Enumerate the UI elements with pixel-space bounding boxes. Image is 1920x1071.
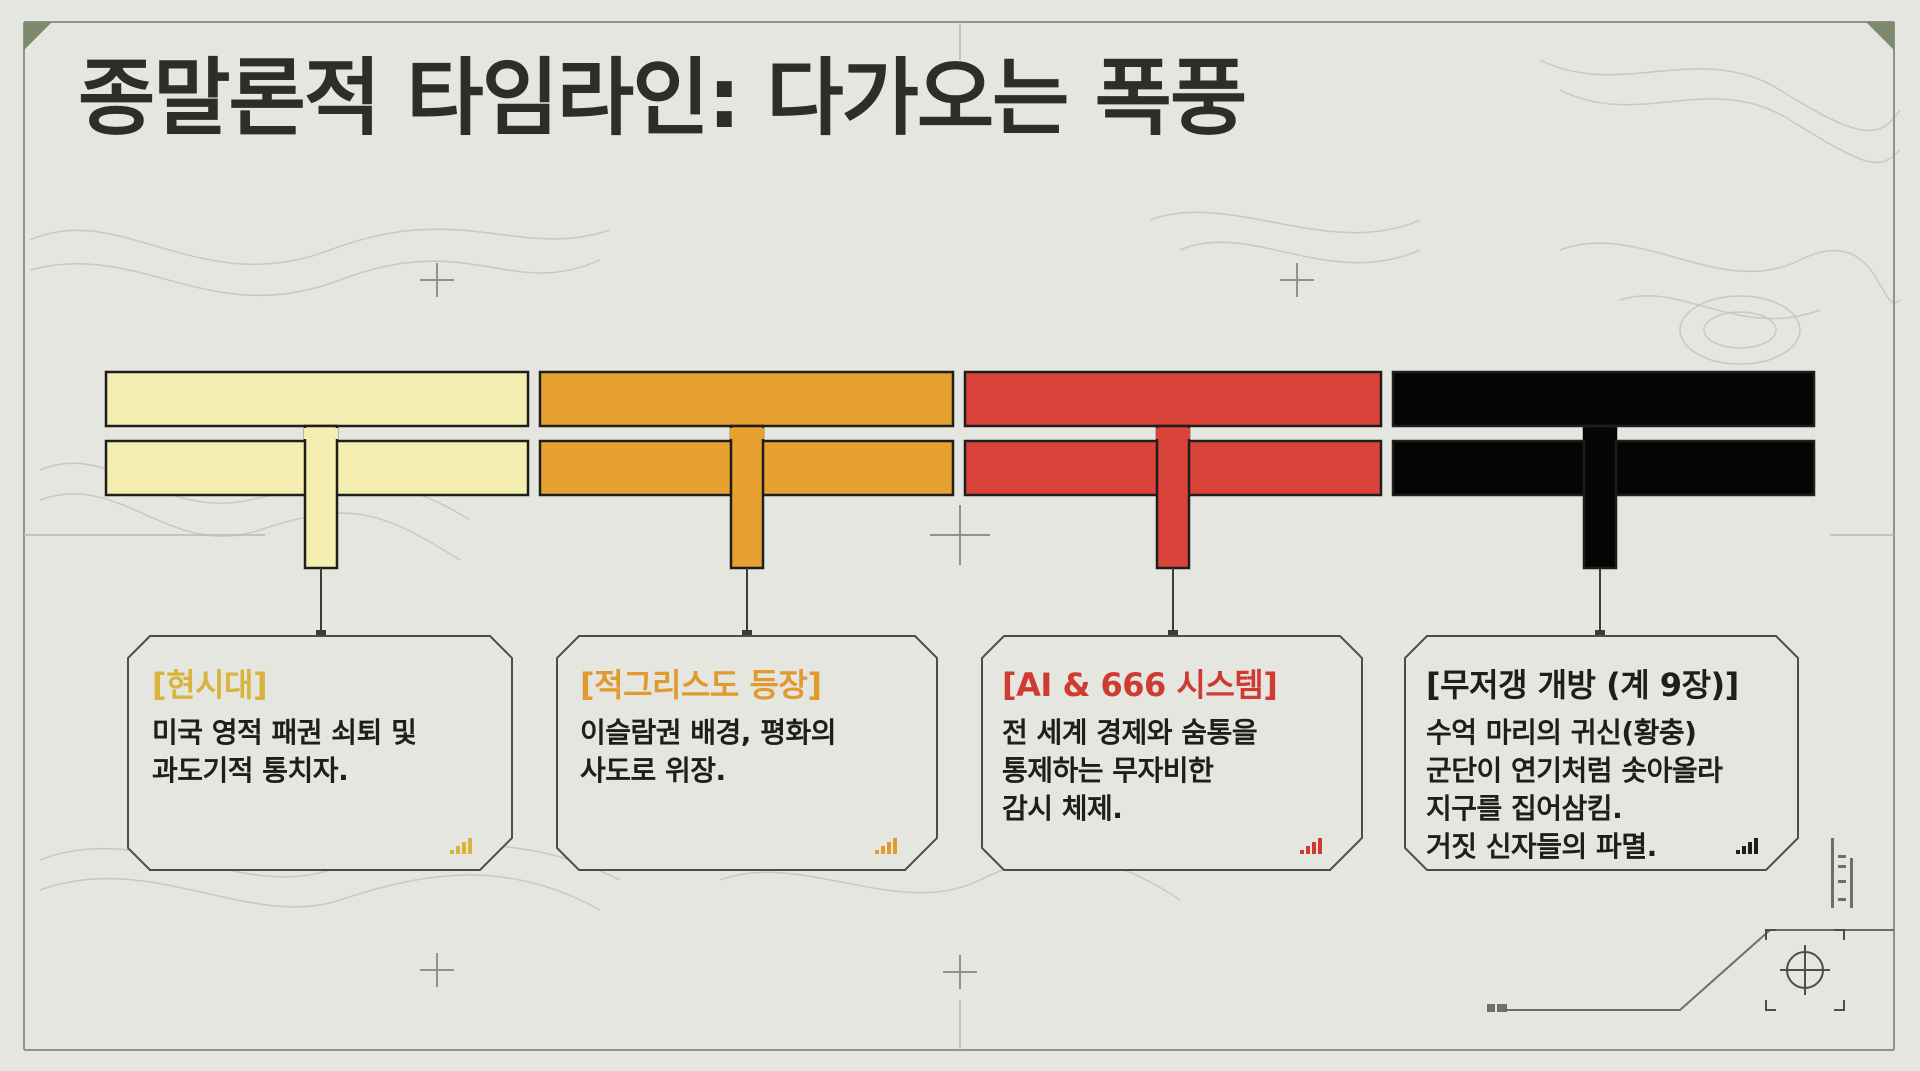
stage-card-4-line-1: 수억 마리의 귀신(황충) [1426,716,1697,749]
crosshair-marks [420,263,1314,989]
signal-bar-icon-4-3 [1748,842,1752,854]
timeline-stem-4 [1582,424,1618,570]
signal-bar-icon-4-4 [1754,838,1758,854]
stage-card-4-line-3: 지구를 집어삼킴. [1426,792,1623,825]
timeline-stem-joint-2 [730,428,764,439]
stage-card-2 [556,635,938,871]
signal-bar-icon-4-2 [1742,846,1746,854]
signal-bar-icon-2-1 [875,850,879,854]
guide-lines [24,22,1894,1050]
hud-bottom-right [1487,929,1894,1012]
stage-card-4 [1404,635,1799,871]
timeline-stem-3 [1155,424,1191,570]
stage-card-3-body: 전 세계 경제와 숨통을 통제하는 무자비한 감시 체제. [1002,714,1258,828]
barcode-marks [1831,838,1853,908]
timeline-stem-2 [729,424,765,570]
stage-card-1-line-2: 과도기적 통치자. [152,754,349,787]
stage-card-3 [981,635,1363,871]
signal-bar-icon-1-3 [462,842,466,854]
signal-bar-icon-3-1 [1300,850,1304,854]
timeline-stem-joint-1 [304,428,338,439]
signal-bar-icon-2-4 [893,838,897,854]
timeline-bar-top-2 [538,370,955,428]
stage-card-4-title: [무저갱 개방 (계 9장)] [1426,666,1739,704]
stage-card-2-title: [적그리스도 등장] [580,666,822,704]
page-title: 종말론적 타임라인: 다가오는 폭풍 [78,49,1247,147]
contour-lines [29,59,1901,911]
stage-card-3-line-1: 전 세계 경제와 숨통을 [1002,716,1258,749]
target-reticle-icon [1765,929,1845,1011]
signal-bar-icon-3-2 [1306,846,1310,854]
signal-bar-icon-4-1 [1736,850,1740,854]
stage-card-1-line-1: 미국 영적 패권 쇠퇴 및 [152,716,417,749]
signal-bar-icon-3-4 [1318,838,1322,854]
timeline-bar-top-4 [1391,370,1816,428]
stage-card-2-body: 이슬람권 배경, 평화의 사도로 위장. [580,714,836,790]
signal-bar-icon-1-2 [456,846,460,854]
outer-border [23,21,1895,1051]
stage-card-4-body: 수억 마리의 귀신(황충) 군단이 연기처럼 솟아올라 지구를 집어삼킴. 거짓… [1426,714,1723,866]
stage-card-3-line-2: 통제하는 무자비한 [1002,754,1214,787]
stage-card-4-line-4: 거짓 신자들의 파멸. [1426,830,1657,863]
stage-card-2-line-2: 사도로 위장. [580,754,726,787]
signal-bar-icon-1-4 [468,838,472,854]
timeline-stem-1 [303,424,339,570]
corner-mark-top-right [1866,22,1894,50]
signal-bar-icon-3-3 [1312,842,1316,854]
signal-bar-icon-2-2 [881,846,885,854]
corner-mark-top-left [24,22,52,50]
timeline [104,370,1816,871]
stage-card-1-title: [현시대] [152,666,268,704]
signal-bar-icon-2-3 [887,842,891,854]
stage-card-2-line-1: 이슬람권 배경, 평화의 [580,716,836,749]
timeline-stem-joint-3 [1156,428,1190,439]
stage-card-3-line-3: 감시 체제. [1002,792,1123,825]
timeline-bar-top-3 [963,370,1383,428]
stage-card-1 [127,635,513,871]
timeline-bar-top-1 [104,370,530,428]
timeline-stem-joint-4 [1583,428,1617,439]
stage-card-1-body: 미국 영적 패권 쇠퇴 및 과도기적 통치자. [152,714,417,790]
stage-card-3-title: [AI & 666 시스템] [1002,666,1278,704]
signal-bar-icon-1-1 [450,850,454,854]
stage-card-4-line-2: 군단이 연기처럼 솟아올라 [1426,754,1723,787]
